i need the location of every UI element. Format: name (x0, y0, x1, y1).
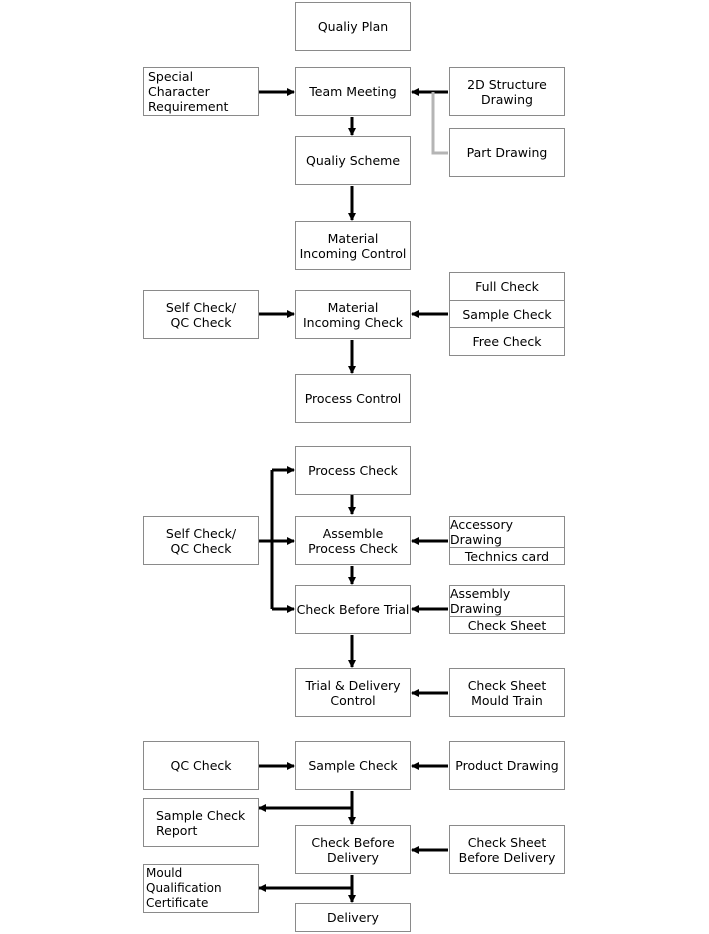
node-check-sheet-mould-train: Check Sheet Mould Train (449, 668, 565, 717)
node-label: Special Character (148, 69, 210, 99)
node-delivery: Delivery (295, 903, 411, 932)
node-check-before-trial: Check Before Trial (295, 585, 411, 634)
node-qc-check: QC Check (143, 741, 259, 790)
node-label: Process Control (304, 391, 402, 406)
node-label: Process Check (308, 463, 398, 478)
node-label: Material (327, 230, 379, 246)
node-product-drawing: Product Drawing (449, 741, 565, 790)
node-self-check-qc-1: Self Check/ QC Check (143, 290, 259, 339)
node-sample-check-report: Sample Check Report (143, 798, 259, 847)
technics-card: Technics card (450, 547, 564, 564)
node-label: Incoming Check (302, 314, 404, 330)
node-part-drawing: Part Drawing (449, 128, 565, 177)
node-label: Sample Check (156, 807, 246, 823)
node-2d-structure-drawing: 2D Structure Drawing (449, 67, 565, 116)
node-label: Trial & Delivery (305, 677, 401, 693)
node-mould-qualification-certificate: Mould Qualification Certificate (143, 864, 259, 913)
node-label: Incoming Control (299, 245, 407, 261)
node-label: Sample Check (308, 758, 398, 773)
node-label: Self Check/ (165, 525, 237, 541)
node-assembly-checksheet: Assembly Drawing Check Sheet (449, 585, 565, 634)
node-label: QC Check (170, 758, 232, 773)
node-quality-plan: Qualiy Plan (295, 2, 411, 51)
node-label: Check Sheet (467, 677, 547, 693)
node-sample-check: Sample Check (295, 741, 411, 790)
node-self-check-qc-2: Self Check/ QC Check (143, 516, 259, 565)
option-sample-check: Sample Check (450, 299, 564, 328)
node-label: Self Check/ (165, 299, 237, 315)
node-special-character-requirement: Special Character Requirement (143, 67, 259, 116)
node-accessory-technics: Accessory Drawing Technics card (449, 516, 565, 565)
node-label: Requirement (148, 99, 229, 114)
node-check-before-delivery: Check Before Delivery (295, 825, 411, 874)
node-label: Before Delivery (458, 849, 556, 865)
option-full-check: Full Check (475, 278, 539, 294)
node-label: Mould Qualification (146, 866, 222, 895)
node-label: Drawing (481, 91, 533, 107)
node-assemble-process-check: Assemble Process Check (295, 516, 411, 565)
node-label: Team Meeting (309, 84, 397, 99)
node-trial-delivery-control: Trial & Delivery Control (295, 668, 411, 717)
node-label: QC Check (170, 540, 232, 556)
node-check-sheet-before-delivery: Check Sheet Before Delivery (449, 825, 565, 874)
node-label: Process Check (308, 540, 398, 556)
node-label: Check Sheet (467, 834, 547, 850)
check-sheet: Check Sheet (450, 616, 564, 633)
node-label: Mould Train (471, 692, 543, 708)
node-label: Check Before Trial (296, 602, 410, 617)
node-label: QC Check (170, 314, 232, 330)
node-label: Certificate (146, 896, 209, 910)
node-label: Qualiy Plan (317, 19, 389, 34)
node-quality-scheme: Qualiy Scheme (295, 136, 411, 185)
node-label: Delivery (327, 849, 379, 865)
assembly-drawing: Assembly Drawing (450, 586, 511, 616)
node-label: Assemble (322, 525, 384, 541)
connector-part-drawing (431, 92, 448, 155)
node-label: Part Drawing (466, 145, 548, 160)
node-label: Material (327, 299, 379, 315)
node-process-check: Process Check (295, 446, 411, 495)
node-label: Check Before (311, 834, 395, 850)
accessory-drawing: Accessory Drawing (450, 517, 513, 547)
node-process-control: Process Control (295, 374, 411, 423)
node-label: Product Drawing (455, 758, 559, 773)
node-team-meeting: Team Meeting (295, 67, 411, 116)
node-label: Control (330, 692, 376, 708)
node-label: 2D Structure (467, 76, 547, 92)
node-material-incoming-check: Material Incoming Check (295, 290, 411, 339)
node-check-options: Full Check Sample Check Free Check (449, 272, 565, 356)
node-label: Delivery (327, 910, 379, 925)
node-material-incoming-control: Material Incoming Control (295, 221, 411, 270)
node-label: Report (156, 822, 198, 838)
node-label: Qualiy Scheme (305, 153, 401, 168)
option-free-check: Free Check (450, 327, 564, 355)
